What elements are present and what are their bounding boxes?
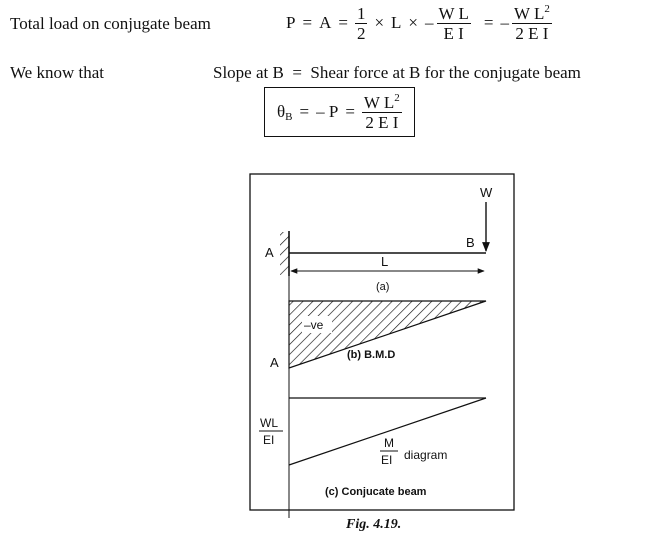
equals-sign: = (338, 13, 348, 32)
result-equation-box: θB = – P = W L2 2 E I (264, 87, 415, 137)
slope-statement: Slope at B = Shear force at B for the co… (213, 63, 581, 82)
m-over-ei-numerator: M (384, 436, 394, 450)
caption-b: (b) B.M.D (347, 349, 395, 361)
fixed-support-hatch (280, 232, 289, 275)
times-sign: × (374, 13, 385, 32)
equals-sign: = (483, 13, 494, 32)
caption-c: (c) Conjucate beam (325, 486, 427, 498)
wl-over-ei-denominator: EI (263, 433, 274, 447)
fraction-denominator: 2 (356, 23, 366, 43)
fraction-half: 1 2 (354, 3, 368, 43)
total-load-equation: P = A = 1 2 × L × – W L E I = – W L2 2 E… (286, 2, 552, 44)
equals-sign: = (299, 102, 310, 121)
times-sign: × (408, 13, 419, 32)
bmd-sign-background (302, 316, 332, 333)
fraction-denominator: 2 E I (365, 112, 399, 132)
fraction-wl2-over-2ei: W L2 2 E I (511, 2, 552, 43)
point-a-label: A (265, 245, 274, 260)
m-over-ei-diagram-label: diagram (404, 448, 447, 462)
equals-sign: = (302, 13, 313, 32)
we-know-label: We know that (10, 63, 104, 82)
minus-sign: – (425, 13, 434, 32)
symbol-l: L (391, 13, 402, 32)
minus-sign: – (500, 13, 509, 32)
fraction-denominator: 2 E I (515, 23, 549, 43)
wl-over-ei-numerator: WL (260, 416, 278, 430)
m-over-ei-denominator: EI (381, 453, 392, 467)
bmd-point-a-label: A (270, 355, 279, 370)
figure-frame (249, 173, 515, 511)
bmd-triangle (288, 300, 487, 369)
bmd-negative-sign: –ve (304, 318, 324, 332)
symbol-p: P (286, 13, 296, 32)
load-w-label: W (480, 185, 493, 200)
fraction-numerator: W L2 (511, 2, 552, 24)
equals-sign: = (345, 102, 355, 121)
fraction-numerator: W L (436, 3, 471, 24)
caption-a: (a) (376, 281, 389, 293)
fraction-denominator: E I (443, 23, 464, 43)
fraction-numerator: W L2 (361, 91, 402, 113)
fraction-result: W L2 2 E I (361, 91, 402, 132)
fraction-wl-over-ei: W L E I (436, 3, 471, 43)
figure-caption: Fig. 4.19. (346, 517, 402, 532)
minus-p: – P (316, 102, 339, 121)
theta-b-symbol: θB (277, 102, 293, 123)
symbol-a: A (319, 13, 332, 32)
fraction-numerator: 1 (354, 3, 368, 24)
conjugate-load-line (288, 397, 487, 466)
total-load-label: Total load on conjugate beam (10, 14, 211, 33)
span-l-label: L (381, 254, 388, 269)
point-b-label: B (466, 235, 475, 250)
